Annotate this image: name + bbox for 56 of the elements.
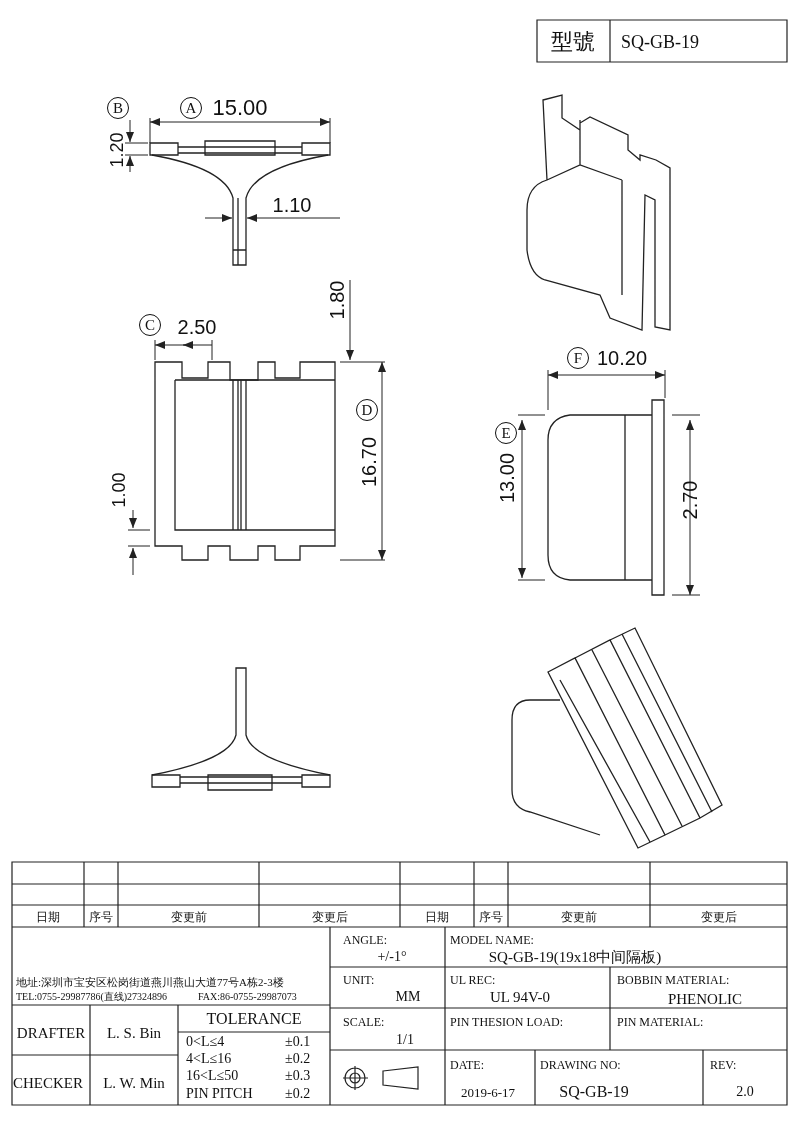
field-label: REV: — [710, 1059, 737, 1071]
field-value: +/-1° — [377, 950, 407, 964]
phone-number: TEL:0755-29987786(直线)27324896 — [16, 992, 168, 1002]
dimension-value: 1.20 — [108, 132, 126, 168]
tolerance-value: ±0.1 — [285, 1035, 311, 1049]
field-label: BOBBIN MATERIAL: — [617, 974, 730, 986]
field-value: SQ-GB-19(19x18中间隔板) — [488, 949, 662, 965]
dimension-value: 16.70 — [359, 436, 379, 488]
field-label: DATE: — [450, 1059, 484, 1071]
column-header: 日期 — [425, 911, 449, 923]
dimension-value: 13.00 — [497, 452, 517, 504]
dimension-value: 1.00 — [110, 472, 128, 508]
field-label: DRAFTER — [16, 1025, 86, 1041]
tolerance-value: ±0.2 — [285, 1052, 311, 1066]
tolerance-value: ±0.3 — [285, 1069, 311, 1083]
field-label: ANGLE: — [343, 934, 387, 946]
drawing-number: SQ-GB-19 — [621, 33, 699, 51]
column-header: 序号 — [479, 911, 503, 923]
field-label: UNIT: — [343, 974, 375, 986]
column-header: 变更后 — [311, 911, 348, 923]
tolerance-range: 4<L≤16 — [186, 1052, 232, 1066]
address-text: 地址:深圳市宝安区松岗街道燕川燕山大道77号A栋2-3楼 — [16, 976, 284, 988]
field-label: SCALE: — [343, 1016, 385, 1028]
field-value: UL 94V-0 — [489, 989, 551, 1005]
field-value: L. S. Bin — [106, 1025, 162, 1041]
field-label: TOLERANCE — [206, 1011, 302, 1027]
column-header: 序号 — [89, 911, 113, 923]
field-value: SQ-GB-19 — [559, 1084, 629, 1100]
tolerance-value: ±0.2 — [285, 1087, 311, 1101]
dimension-value: 1.10 — [272, 195, 312, 215]
field-value: 1/1 — [396, 1033, 414, 1047]
column-header: 变更前 — [170, 911, 207, 923]
field-label: DRAWING NO: — [540, 1059, 621, 1071]
tolerance-range: 0<L≤4 — [186, 1035, 225, 1049]
field-value: 2.0 — [736, 1085, 754, 1099]
column-header: 变更前 — [561, 911, 597, 923]
fax-number: FAX:86-0755-29987073 — [198, 992, 297, 1002]
dimension-value: 2.70 — [680, 480, 700, 520]
column-header: 日期 — [36, 911, 60, 923]
field-label: CHECKER — [13, 1075, 83, 1091]
field-label: 型號 — [551, 31, 595, 53]
field-label: MODEL NAME: — [450, 934, 534, 946]
tolerance-range: 16<L≤50 — [186, 1069, 239, 1083]
dimension-value: 1.80 — [327, 280, 347, 320]
tolerance-range: PIN PITCH — [186, 1087, 253, 1101]
dimension-value: 15.00 — [212, 97, 268, 119]
dimension-value: 10.20 — [596, 348, 648, 368]
field-value: MM — [395, 990, 421, 1004]
field-value: PHENOLIC — [667, 991, 743, 1007]
dimension-value: 2.50 — [177, 317, 217, 337]
column-header: 变更后 — [700, 911, 737, 923]
field-label: UL REC: — [450, 974, 496, 986]
field-label: PIN THESION LOAD: — [450, 1016, 564, 1028]
field-value: 2019-6-17 — [460, 1085, 516, 1099]
field-value: L. W. Min — [103, 1075, 165, 1091]
field-label: PIN MATERIAL: — [617, 1016, 704, 1028]
